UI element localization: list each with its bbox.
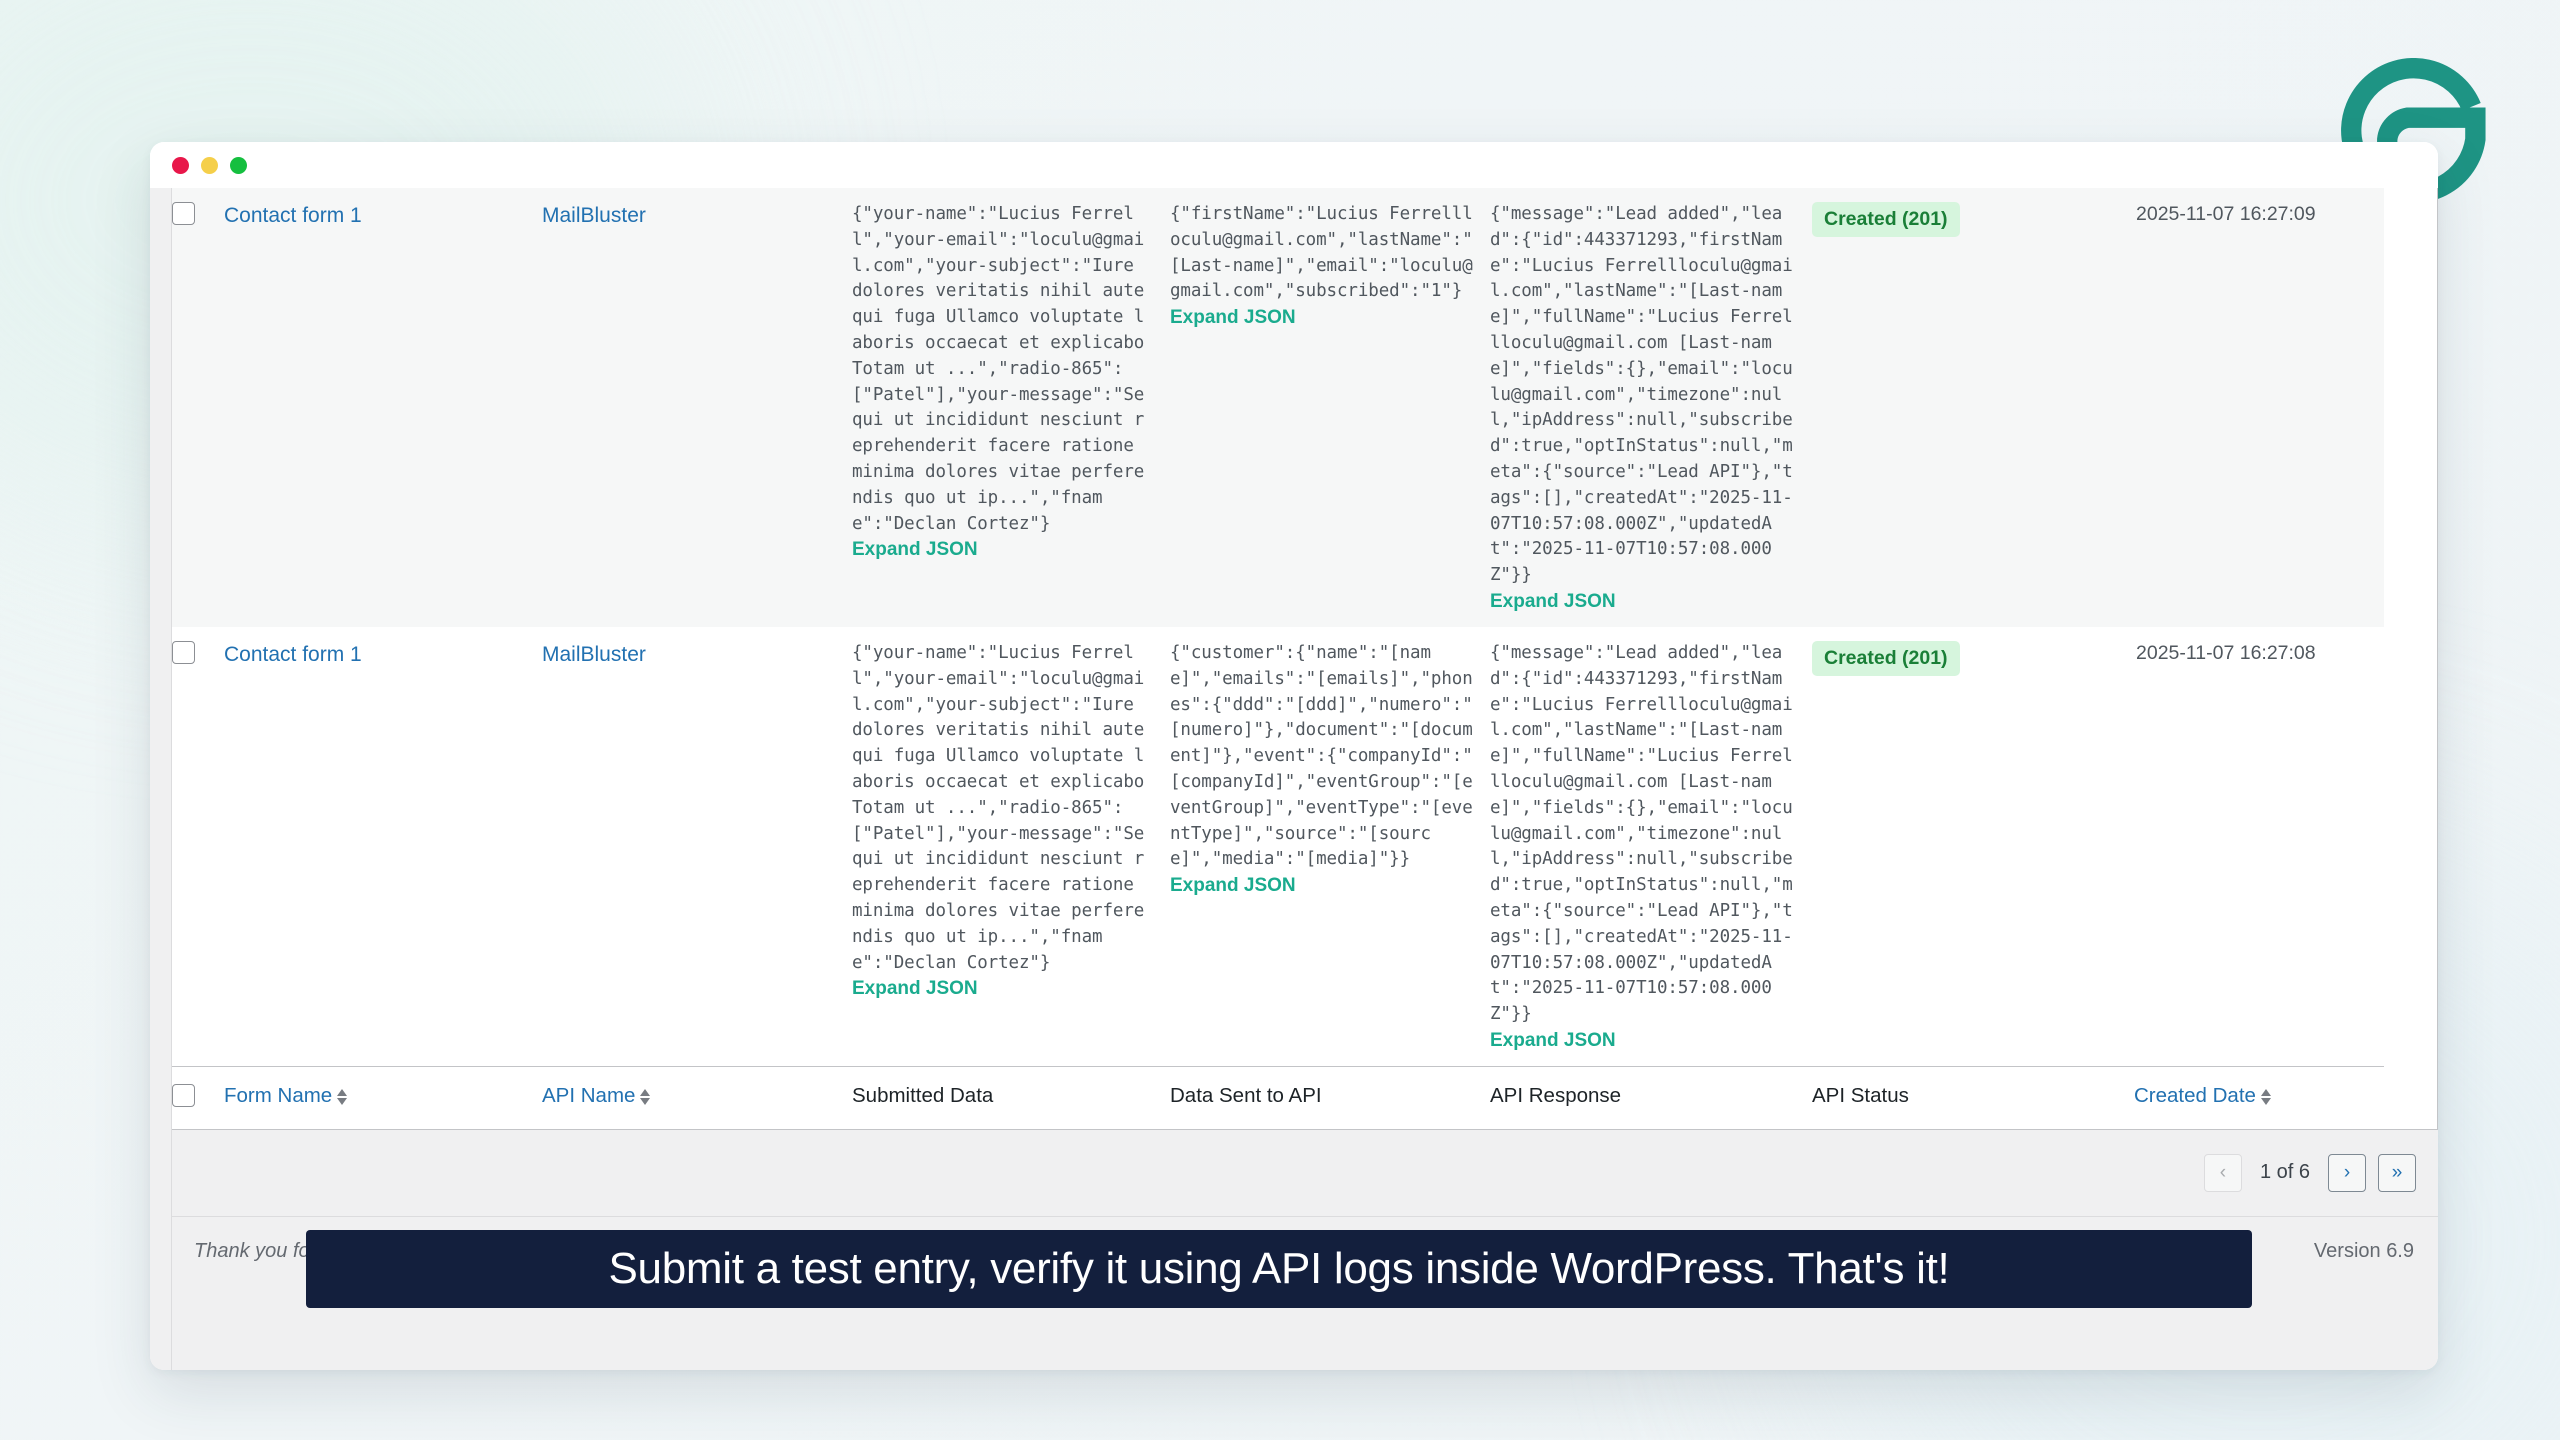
expand-json-link[interactable]: Expand JSON bbox=[1170, 875, 1296, 897]
api-response-json: {"message":"Lead added","lead":{"id":443… bbox=[1490, 642, 1793, 1025]
caption-text: Submit a test entry, verify it using API… bbox=[608, 1244, 1950, 1293]
column-label: API Name bbox=[542, 1083, 636, 1107]
caption-banner: Submit a test entry, verify it using API… bbox=[306, 1230, 2252, 1308]
wordpress-version-label: Version 6.9 bbox=[2313, 1239, 2414, 1262]
column-header-api-response: API Response bbox=[1490, 1065, 1812, 1129]
submitted-data-json: {"your-name":"Lucius Ferrell","your-emai… bbox=[852, 642, 1155, 973]
row-select-cell bbox=[172, 626, 224, 1067]
expand-json-link[interactable]: Expand JSON bbox=[1490, 1029, 1616, 1051]
api-logs-content: Contact form 1 MailBluster {"your-name":… bbox=[172, 188, 2438, 1370]
expand-json-link[interactable]: Expand JSON bbox=[852, 539, 978, 561]
cell-api-name: MailBluster bbox=[542, 188, 852, 627]
column-header-data-sent: Data Sent to API bbox=[1170, 1065, 1490, 1129]
cell-data-sent: {"customer":{"name":"[name]","emails":"[… bbox=[1170, 626, 1490, 1067]
status-badge: Created (201) bbox=[1812, 202, 1960, 238]
expand-json-link[interactable]: Expand JSON bbox=[852, 978, 978, 1000]
column-label: Created Date bbox=[2134, 1083, 2256, 1107]
sort-arrows-icon[interactable] bbox=[337, 1088, 348, 1105]
column-header-created-date[interactable]: Created Date bbox=[2134, 1065, 2384, 1129]
column-label: Data Sent to API bbox=[1170, 1083, 1322, 1107]
cell-api-name: MailBluster bbox=[542, 626, 852, 1067]
expand-json-link[interactable]: Expand JSON bbox=[1490, 590, 1616, 612]
cell-created-date: 2025-11-07 16:27:08 bbox=[2134, 626, 2384, 1067]
submitted-data-json: {"your-name":"Lucius Ferrell","your-emai… bbox=[852, 204, 1155, 534]
minimize-traffic-light-icon[interactable] bbox=[201, 156, 218, 174]
column-header-api-name[interactable]: API Name bbox=[542, 1065, 852, 1129]
select-all-cell bbox=[172, 1065, 224, 1129]
data-sent-json: {"firstName":"Lucius Ferrellloculu@gmail… bbox=[1170, 204, 1473, 302]
column-label: Submitted Data bbox=[852, 1083, 994, 1107]
api-name-link[interactable]: MailBluster bbox=[542, 204, 646, 227]
api-response-json: {"message":"Lead added","lead":{"id":443… bbox=[1490, 204, 1793, 586]
cell-form-name: Contact form 1 bbox=[224, 626, 542, 1067]
select-all-checkbox[interactable] bbox=[172, 1083, 195, 1107]
cell-api-status: Created (201) bbox=[1812, 188, 2134, 627]
column-header-api-status: API Status bbox=[1812, 1065, 2134, 1129]
column-label: API Status bbox=[1812, 1083, 1909, 1107]
prev-page-button[interactable]: ‹ bbox=[2203, 1153, 2242, 1192]
column-header-form-name[interactable]: Form Name bbox=[224, 1065, 542, 1129]
table-row[interactable]: Contact form 1 MailBluster {"your-name":… bbox=[172, 188, 2384, 627]
cell-form-name: Contact form 1 bbox=[224, 188, 542, 627]
cell-submitted-data: {"your-name":"Lucius Ferrell","your-emai… bbox=[852, 626, 1170, 1067]
table-column-footer-row: Form Name API Name bbox=[172, 1065, 2384, 1129]
next-page-button[interactable]: › bbox=[2328, 1153, 2366, 1192]
browser-window: Contact form 1 MailBluster {"your-name":… bbox=[150, 142, 2438, 1370]
cell-data-sent: {"firstName":"Lucius Ferrellloculu@gmail… bbox=[1170, 188, 1490, 627]
sort-arrows-icon[interactable] bbox=[640, 1088, 651, 1105]
created-date-text: 2025-11-07 16:27:08 bbox=[2136, 641, 2316, 664]
cell-api-response: {"message":"Lead added","lead":{"id":443… bbox=[1490, 188, 1812, 627]
page-count-label: 1 of 6 bbox=[2259, 1161, 2310, 1184]
table-row[interactable]: Contact form 1 MailBluster {"your-name":… bbox=[172, 626, 2384, 1067]
api-logs-table-wrapper: Contact form 1 MailBluster {"your-name":… bbox=[172, 188, 2438, 1130]
last-page-button[interactable]: » bbox=[2378, 1153, 2416, 1192]
form-name-link[interactable]: Contact form 1 bbox=[224, 642, 362, 666]
expand-json-link[interactable]: Expand JSON bbox=[1170, 307, 1296, 329]
row-checkbox[interactable] bbox=[172, 202, 195, 225]
column-header-submitted-data: Submitted Data bbox=[852, 1065, 1170, 1129]
browser-titlebar bbox=[150, 142, 2438, 188]
sort-arrows-icon[interactable] bbox=[2260, 1088, 2271, 1105]
row-checkbox[interactable] bbox=[172, 640, 195, 664]
wordpress-admin-body: Contact form 1 MailBluster {"your-name":… bbox=[150, 188, 2438, 1370]
cell-api-status: Created (201) bbox=[1812, 626, 2134, 1067]
api-logs-table: Contact form 1 MailBluster {"your-name":… bbox=[172, 188, 2384, 1129]
column-label: Form Name bbox=[224, 1083, 333, 1107]
data-sent-json: {"customer":{"name":"[name]","emails":"[… bbox=[1170, 642, 1473, 870]
maximize-traffic-light-icon[interactable] bbox=[230, 156, 247, 174]
row-select-cell bbox=[172, 188, 224, 627]
cell-created-date: 2025-11-07 16:27:09 bbox=[2134, 188, 2384, 627]
table-pagination-bar: ‹ 1 of 6 › » bbox=[172, 1129, 2438, 1216]
created-date-text: 2025-11-07 16:27:09 bbox=[2136, 203, 2316, 225]
close-traffic-light-icon[interactable] bbox=[172, 156, 189, 174]
column-label: API Response bbox=[1490, 1083, 1622, 1107]
cell-api-response: {"message":"Lead added","lead":{"id":443… bbox=[1490, 626, 1812, 1067]
admin-sidebar-edge bbox=[150, 188, 172, 1370]
api-name-link[interactable]: MailBluster bbox=[542, 642, 646, 666]
form-name-link[interactable]: Contact form 1 bbox=[224, 204, 362, 227]
status-badge: Created (201) bbox=[1812, 640, 1960, 677]
cell-submitted-data: {"your-name":"Lucius Ferrell","your-emai… bbox=[852, 188, 1170, 627]
